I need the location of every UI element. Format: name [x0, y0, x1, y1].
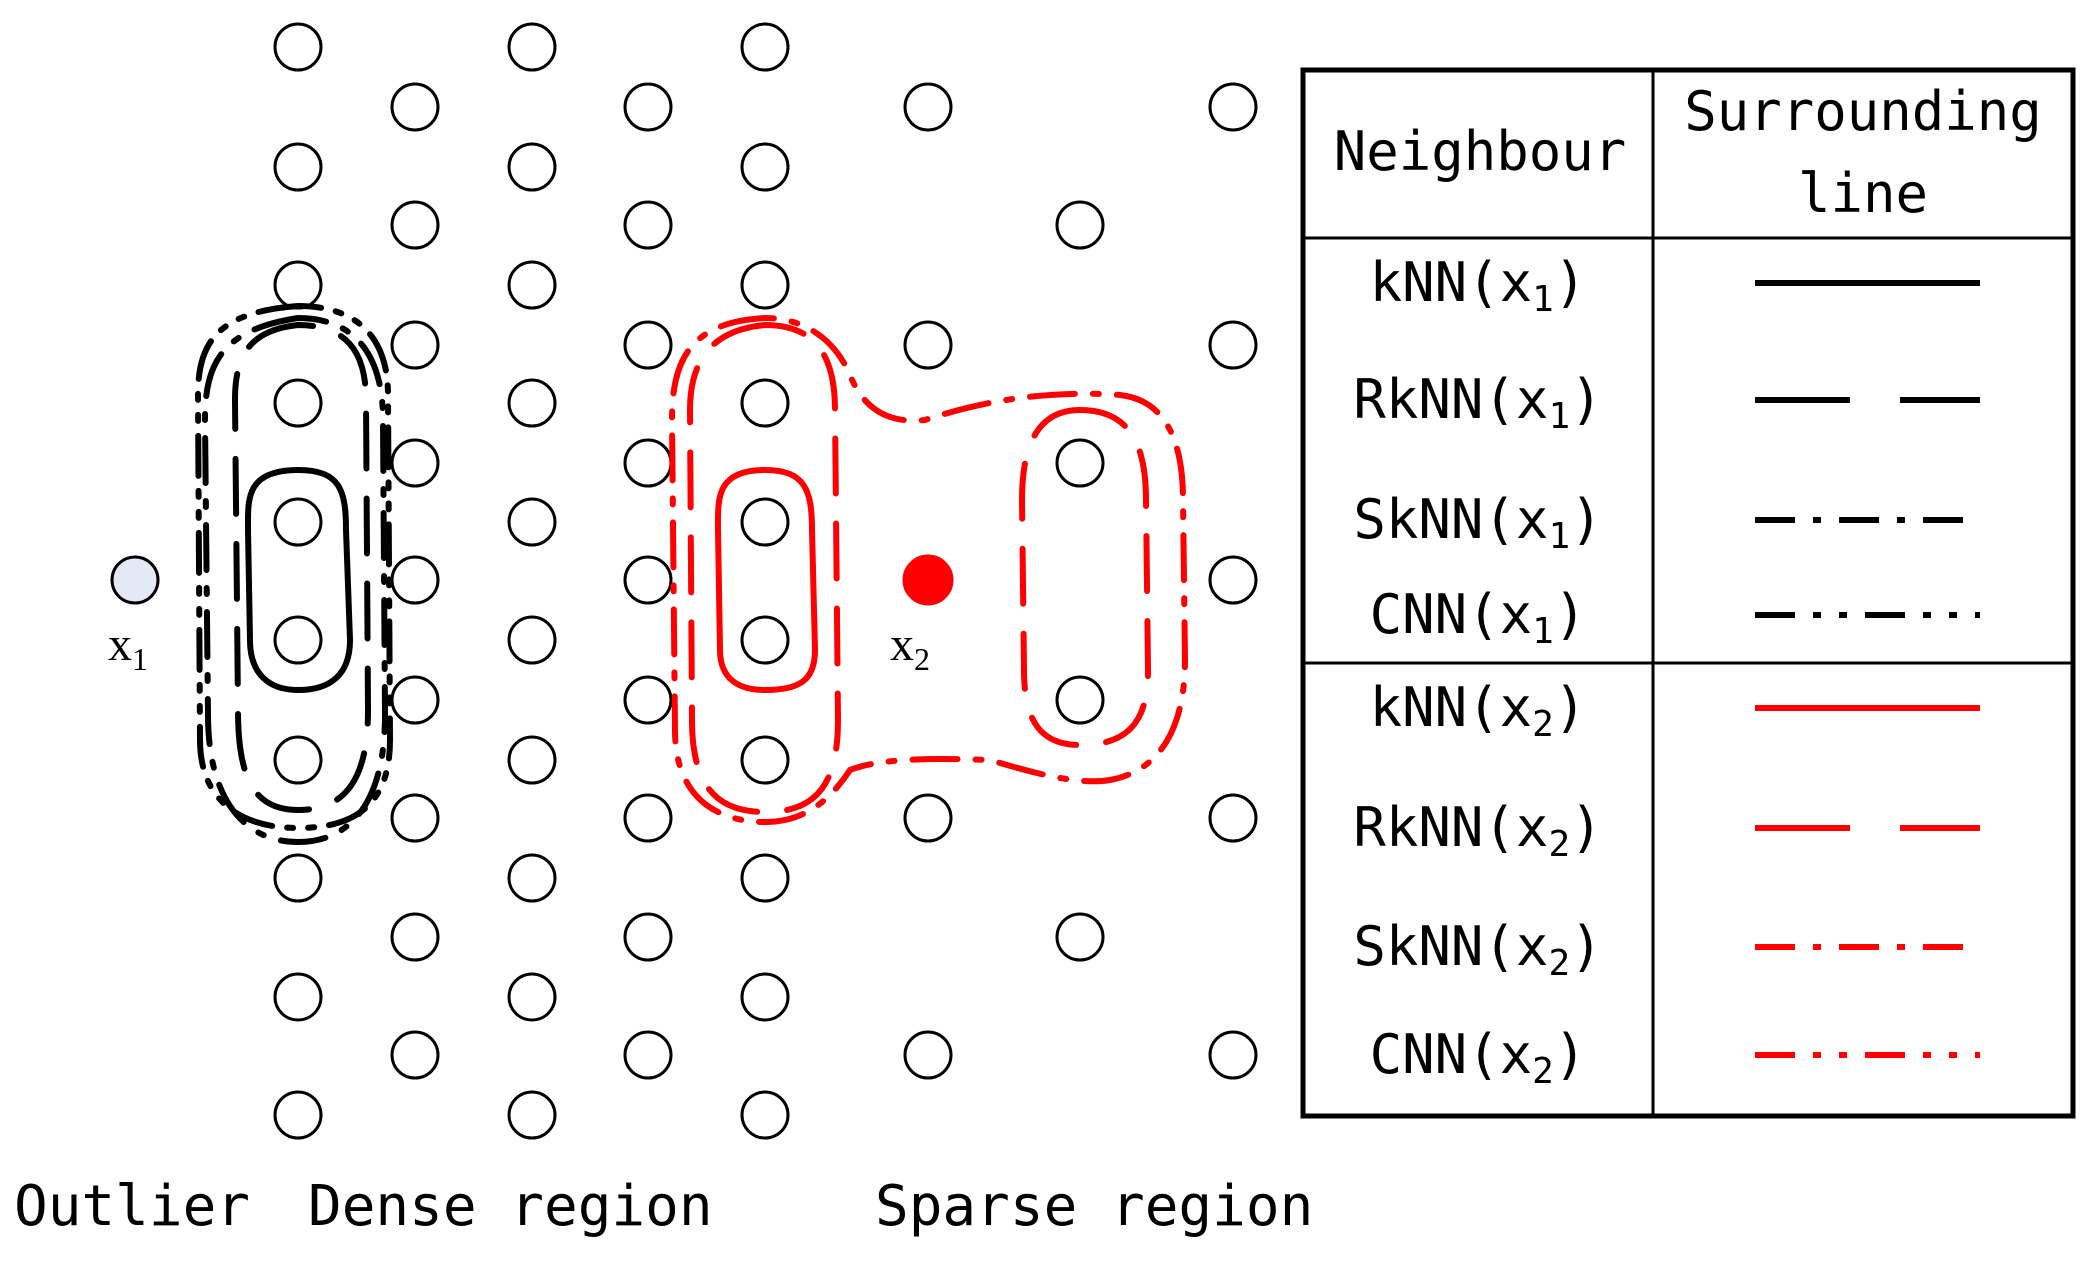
data-point: [1208, 320, 1258, 370]
data-point: [273, 260, 323, 310]
x1-label: x1: [108, 618, 148, 677]
legend-row-label: CNN(x1): [1370, 583, 1587, 652]
data-point: [507, 853, 557, 903]
data-point: [273, 735, 323, 785]
x1-contours: [194, 302, 394, 846]
data-point: [390, 1030, 440, 1080]
data-point: [740, 260, 790, 310]
cnn-x1-contour: [194, 302, 394, 832]
region-label-outlier: Outlier: [14, 1174, 250, 1239]
region-label-dense: Dense region: [308, 1174, 713, 1239]
data-point: [623, 438, 673, 488]
legend-header-line-2: line: [1798, 162, 1928, 225]
data-point: [507, 260, 557, 310]
data-point: [507, 615, 557, 665]
region-label-sparse: Sparse region: [875, 1174, 1313, 1239]
knn-x1-contour: [244, 466, 354, 694]
data-point: [903, 82, 953, 132]
data-point: [507, 378, 557, 428]
data-point: [623, 82, 673, 132]
data-point: [1208, 1030, 1258, 1080]
data-point: [740, 615, 790, 665]
data-point: [740, 22, 790, 72]
data-point: [1208, 793, 1258, 843]
legend-row-label: kNN(x1): [1370, 251, 1587, 320]
data-point: [740, 735, 790, 785]
data-point: [273, 142, 323, 192]
legend-row-label: CNN(x2): [1370, 1023, 1587, 1092]
data-point: [623, 320, 673, 370]
legend-header-neighbour: Neighbour: [1334, 120, 1627, 183]
legend-header-line-1: Surrounding: [1684, 80, 2042, 143]
data-point: [623, 675, 673, 725]
data-point: [273, 972, 323, 1022]
data-point: [623, 555, 673, 605]
data-point: [390, 555, 440, 605]
data-point: [390, 675, 440, 725]
data-point: [1055, 912, 1105, 962]
data-point: [1055, 200, 1105, 250]
data-point: [623, 793, 673, 843]
data-point: [273, 22, 323, 72]
legend-table: Neighbour Surrounding line kNN(x1) RkNN(x…: [1300, 67, 2076, 1119]
legend-row-label: SkNN(x2): [1353, 915, 1602, 984]
rknn-x2-sparse-contour: [1018, 406, 1152, 749]
data-point: [390, 912, 440, 962]
knn-x2-contour: [714, 466, 819, 694]
data-point: [1055, 675, 1105, 725]
data-point: [623, 912, 673, 962]
data-point: [740, 142, 790, 192]
data-point: [507, 497, 557, 547]
data-point: [390, 438, 440, 488]
point-grid: [273, 22, 1258, 1140]
legend-row-label: RkNN(x1): [1353, 368, 1602, 437]
data-point: [903, 320, 953, 370]
rknn-x1-contour: [231, 321, 372, 814]
focus-point-x2: [902, 554, 954, 606]
data-point: [740, 972, 790, 1022]
data-point: [273, 615, 323, 665]
sknn-x1-contour: [201, 314, 389, 846]
data-point: [1208, 555, 1258, 605]
data-point: [623, 1030, 673, 1080]
data-point: [273, 378, 323, 428]
legend-row-label: kNN(x2): [1370, 676, 1587, 745]
data-point: [740, 1090, 790, 1140]
legend-row-label: SkNN(x1): [1353, 488, 1602, 557]
rknn-x2-contour: [686, 321, 842, 816]
data-point: [903, 1030, 953, 1080]
x2-contours: [668, 314, 1189, 826]
data-point: [390, 320, 440, 370]
data-point: [507, 1090, 557, 1140]
data-point: [740, 497, 790, 547]
data-point: [1055, 438, 1105, 488]
data-point: [507, 142, 557, 192]
x2-label: x2: [890, 618, 930, 677]
data-point: [273, 1090, 323, 1140]
data-point: [390, 793, 440, 843]
data-point: [507, 735, 557, 785]
data-point: [507, 972, 557, 1022]
outlier-point-x1: [110, 555, 160, 605]
data-point: [273, 497, 323, 547]
data-point: [507, 22, 557, 72]
legend-row-label: RkNN(x2): [1353, 796, 1602, 865]
data-point: [1208, 82, 1258, 132]
data-point: [623, 200, 673, 250]
data-point: [273, 853, 323, 903]
legend-border: [1300, 67, 2076, 1119]
data-point: [740, 853, 790, 903]
legend-rows: kNN(x1) RkNN(x1) SkNN(x1) CNN(x1) kNN(x2) RkN…: [1353, 251, 1980, 1092]
sknn-x2-contour: [668, 314, 1189, 826]
data-point: [740, 378, 790, 428]
data-point: [390, 200, 440, 250]
data-point: [903, 793, 953, 843]
data-point: [390, 82, 440, 132]
